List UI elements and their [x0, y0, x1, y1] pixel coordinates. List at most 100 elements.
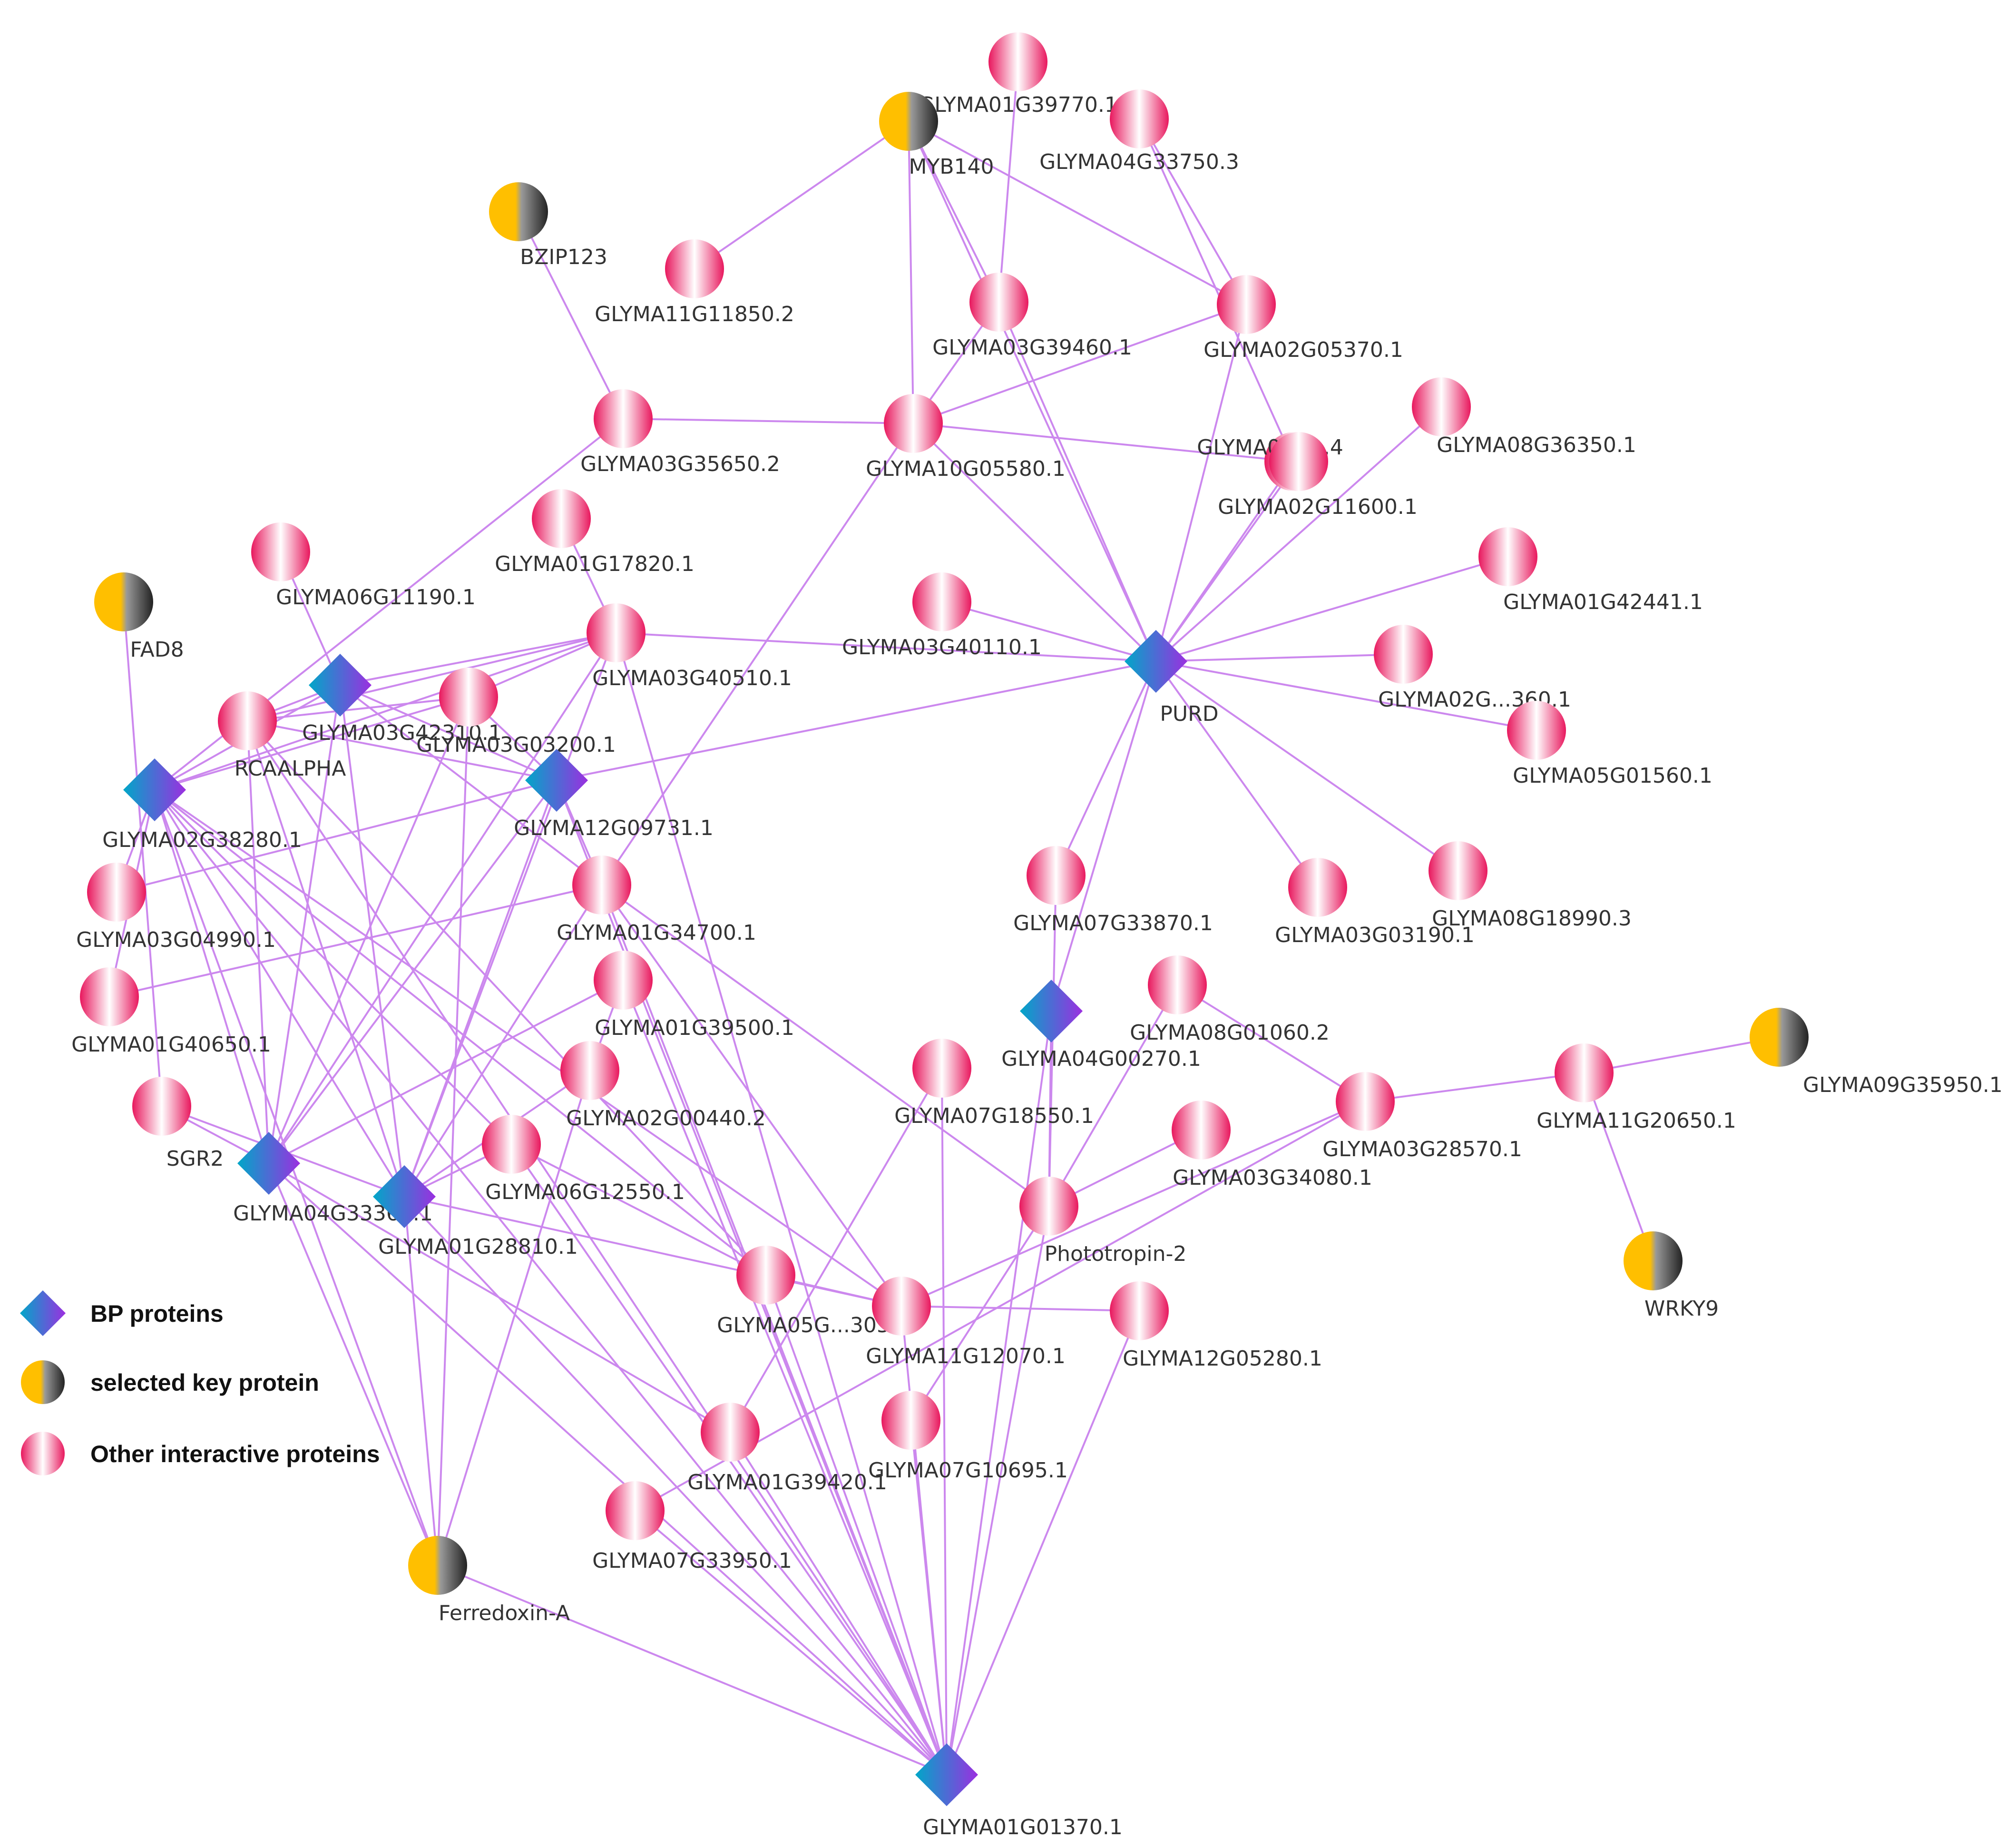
network-node-n4[interactable]: BZIP123 — [489, 182, 607, 269]
network-node-n34[interactable]: GLYMA04G00270.1 — [1001, 980, 1201, 1071]
network-node-n2[interactable]: GLYMA04G33750.3 — [1039, 89, 1239, 174]
network-node-n35[interactable]: GLYMA08G01060.2 — [1130, 955, 1330, 1045]
edge-n34-n55 — [946, 1011, 1052, 1775]
network-node-n33[interactable]: GLYMA01G39500.1 — [594, 951, 794, 1040]
other-protein-circle-icon — [1110, 89, 1169, 148]
edge-n9-n10 — [913, 423, 1294, 462]
other-protein-circle-icon — [251, 522, 310, 581]
edge-n15-n19 — [1155, 556, 1508, 662]
node-label: GLYMA01G40650.1 — [71, 1032, 271, 1057]
network-node-n29[interactable]: GLYMA07G33870.1 — [1013, 846, 1213, 935]
edge-n9-n28 — [601, 423, 914, 886]
edge-n31-n19 — [1155, 660, 1459, 872]
node-label: GLYMA03G35650.2 — [580, 452, 780, 476]
other-protein-circle-icon — [1412, 377, 1471, 436]
network-node-n11[interactable]: GLYMA02G11600.1 — [1218, 432, 1418, 519]
network-node-n53[interactable]: GLYMA07G33950.1 — [592, 1481, 792, 1573]
network-node-n54[interactable]: Ferredoxin-A — [408, 1536, 570, 1625]
edge-n25-n44 — [154, 789, 512, 1145]
network-node-n38[interactable]: GLYMA07G18550.1 — [894, 1039, 1094, 1128]
other-protein-circle-icon — [1148, 955, 1207, 1014]
network-node-n14[interactable]: GLYMA06G11190.1 — [251, 522, 476, 609]
network-node-n13[interactable]: GLYMA01G17820.1 — [495, 489, 695, 576]
other-protein-circle-icon — [969, 273, 1028, 332]
network-node-n7[interactable]: GLYMA02G05370.1 — [1204, 275, 1403, 362]
edge-n17-n19 — [616, 632, 1156, 662]
node-label: GLYMA02G00440.2 — [566, 1106, 766, 1130]
network-node-n36[interactable]: GLYMA09G35950.1 — [1750, 1008, 2003, 1097]
network-node-n12[interactable]: GLYMA08G36350.1 — [1412, 377, 1636, 457]
edge-n35-n46 — [1048, 984, 1178, 1207]
network-node-n28[interactable]: GLYMA01G34700.1 — [557, 855, 756, 945]
network-node-n40[interactable]: GLYMA03G28570.1 — [1322, 1072, 1522, 1161]
edge-n7-n19 — [1155, 304, 1247, 662]
network-node-n6[interactable]: GLYMA03G39460.1 — [932, 273, 1132, 360]
network-node-n51[interactable]: GLYMA01G39420.1 — [687, 1403, 887, 1494]
node-label: SGR2 — [166, 1147, 224, 1171]
network-node-n9[interactable]: GLYMA10G05580.1 — [866, 394, 1066, 481]
edge-n3-n7 — [908, 120, 1247, 305]
edge-n52-n55 — [910, 1420, 948, 1775]
network-node-n1[interactable]: GLYMA01G39770.1 — [918, 32, 1118, 117]
network-node-n27[interactable]: GLYMA03G04990.1 — [76, 863, 276, 952]
edge-n2-n10 — [1138, 118, 1295, 462]
edge-n1-n6 — [998, 61, 1019, 303]
network-node-n15[interactable]: GLYMA01G42441.1 — [1478, 527, 1703, 614]
network-node-n47[interactable]: WRKY9 — [1624, 1231, 1719, 1321]
other-protein-circle-icon — [587, 603, 646, 662]
network-node-n46[interactable]: Phototropin-2 — [1019, 1177, 1186, 1266]
network-node-n37[interactable]: GLYMA11G20650.1 — [1536, 1043, 1736, 1133]
network-node-n30[interactable]: GLYMA03G03190.1 — [1275, 858, 1475, 947]
other-protein-circle-icon — [532, 489, 591, 548]
network-node-n32[interactable]: GLYMA01G40650.1 — [71, 967, 271, 1057]
other-protein-circle-icon — [872, 1277, 931, 1336]
edge-n4-n8 — [518, 211, 624, 419]
network-node-n43[interactable]: GLYMA01G28810.1 — [373, 1165, 578, 1259]
network-node-n26[interactable]: GLYMA12G09731.1 — [514, 749, 714, 840]
node-label: GLYMA01G28810.1 — [378, 1235, 578, 1259]
node-label: WRKY9 — [1644, 1297, 1719, 1321]
network-node-n31[interactable]: GLYMA08G18990.3 — [1429, 841, 1632, 931]
network-node-n50[interactable]: GLYMA12G05280.1 — [1110, 1281, 1322, 1371]
network-node-n3[interactable]: MYB140 — [879, 92, 994, 179]
network-node-n18[interactable]: GLYMA03G40110.1 — [842, 572, 1042, 659]
other-protein-circle-icon — [594, 951, 653, 1010]
network-node-n24[interactable]: RCAALPHA — [218, 691, 346, 781]
edge-n16-n41 — [123, 601, 163, 1107]
other-protein-circle-icon — [482, 1115, 541, 1174]
network-node-n45[interactable]: GLYMA03G34080.1 — [1172, 1101, 1372, 1190]
network-node-n21[interactable]: GLYMA05G01560.1 — [1507, 701, 1712, 788]
node-label: MYB140 — [909, 155, 994, 179]
network-node-n5[interactable]: GLYMA11G11850.2 — [595, 239, 794, 326]
node-label: GLYMA02G05370.1 — [1204, 338, 1403, 362]
network-node-n17[interactable]: GLYMA03G40510.1 — [587, 603, 792, 690]
edge-n29-n19 — [1055, 661, 1157, 876]
edge-n19-n34 — [1050, 661, 1157, 1012]
network-node-n19[interactable]: PURD — [1125, 630, 1219, 726]
network-node-n25[interactable]: GLYMA02G38280.1 — [102, 758, 302, 852]
other-protein-circle-icon — [665, 239, 724, 298]
network-node-n55[interactable]: GLYMA01G01370.1 — [915, 1743, 1123, 1839]
edge-n24-n55 — [246, 720, 948, 1776]
network-node-n16[interactable]: FAD8 — [94, 572, 184, 662]
edge-n21-n19 — [1155, 660, 1537, 731]
edge-n8-n9 — [623, 418, 914, 424]
network-node-n44[interactable]: GLYMA06G12550.1 — [482, 1115, 685, 1204]
node-label: GLYMA07G18550.1 — [894, 1104, 1094, 1128]
edge-n17-n25 — [154, 632, 616, 791]
network-node-n8[interactable]: GLYMA03G35650.2 — [580, 389, 780, 476]
network-node-n52[interactable]: GLYMA07G10695.1 — [868, 1391, 1068, 1483]
edge-n46-n34 — [1048, 1011, 1052, 1207]
network-node-n23[interactable]: GLYMA03G03200.1 — [416, 668, 616, 757]
key-protein-circle-icon — [489, 182, 548, 241]
node-label: GLYMA11G20650.1 — [1536, 1109, 1736, 1133]
network-node-n20[interactable]: GLYMA02G...360.1 — [1374, 625, 1571, 712]
other-protein-circle-icon — [1374, 625, 1433, 684]
other-protein-circle-icon — [1429, 841, 1487, 900]
node-label: Phototropin-2 — [1045, 1242, 1187, 1266]
node-label: GLYMA01G39770.1 — [918, 93, 1118, 117]
network-node-n39[interactable]: GLYMA02G00440.2 — [560, 1041, 766, 1130]
network-node-n49[interactable]: GLYMA11G12070.1 — [866, 1277, 1066, 1368]
node-label: GLYMA01G39420.1 — [687, 1470, 887, 1494]
network-node-n41[interactable]: SGR2 — [132, 1077, 224, 1171]
